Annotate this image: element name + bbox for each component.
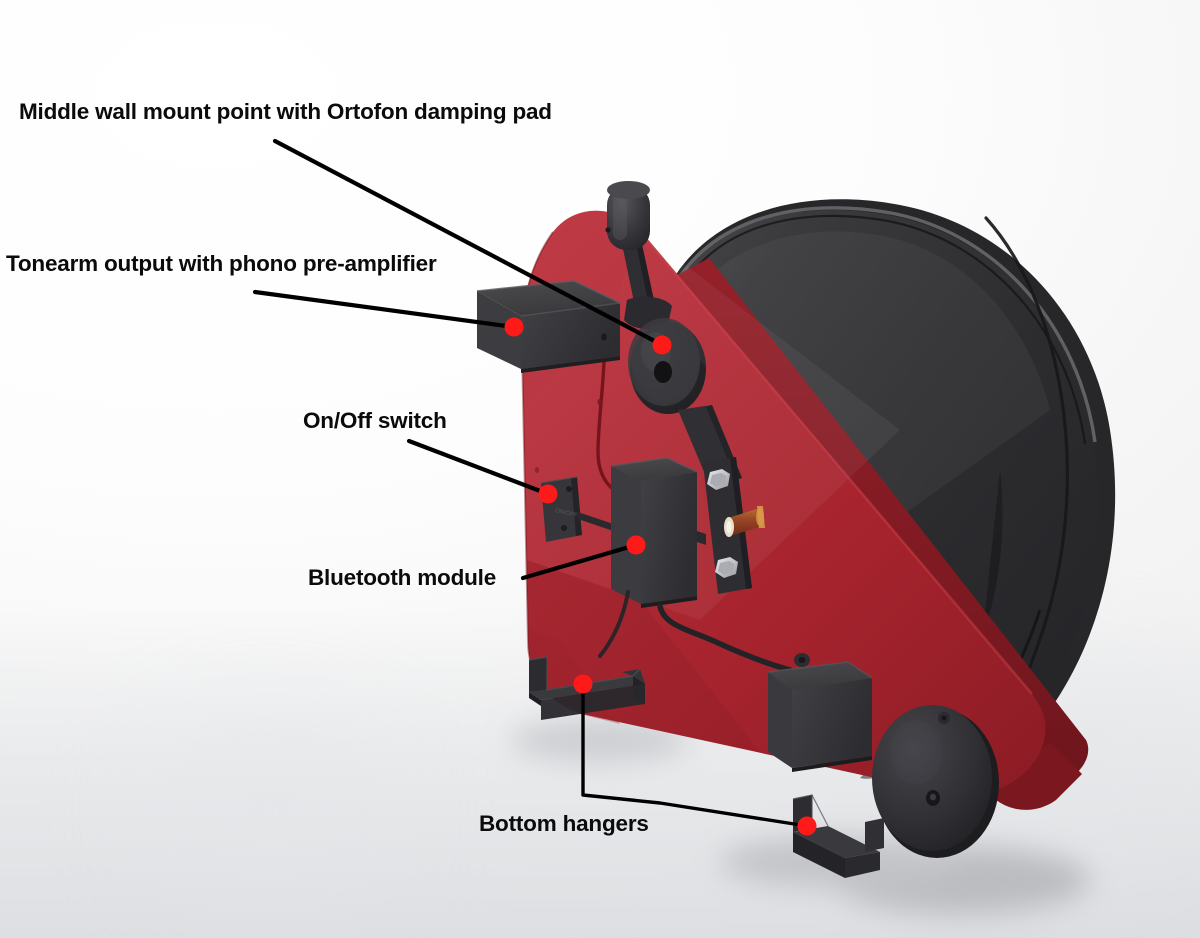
power-supply-box <box>767 653 873 772</box>
callout-dot-middle-mount <box>652 335 672 355</box>
brass-bushing <box>724 506 765 537</box>
hex-bolt-bottom <box>715 557 738 578</box>
svg-text:ON/OFF: ON/OFF <box>555 508 579 519</box>
label-bottom-hangers: Bottom hangers <box>479 811 649 836</box>
preamp-box <box>476 280 621 373</box>
leader-bottom-hangers <box>581 682 809 828</box>
leader-bluetooth <box>520 542 639 581</box>
hanger-right <box>792 794 884 878</box>
leader-middle-mount <box>272 138 665 348</box>
callout-dots <box>504 317 817 836</box>
hex-bolt-top <box>707 469 730 490</box>
callout-dot-tonearm-output <box>504 317 524 337</box>
damping-pad <box>628 318 742 486</box>
callout-dot-on-off <box>538 484 558 504</box>
label-bluetooth-module: Bluetooth module <box>308 565 497 590</box>
label-tonearm-output: Tonearm output with phono pre-amplifier <box>6 251 437 276</box>
bluetooth-module-box <box>598 457 793 673</box>
leader-on-off <box>406 438 551 497</box>
label-on-off-switch: On/Off switch <box>303 408 447 433</box>
callout-dot-bluetooth <box>626 535 646 555</box>
callout-dot-hanger-right <box>797 816 817 836</box>
leader-lines <box>252 138 809 828</box>
callout-dot-hanger-left <box>573 674 593 694</box>
label-middle-wall-mount: Middle wall mount point with Ortofon dam… <box>19 99 552 124</box>
leader-tonearm-output <box>252 289 517 330</box>
tonearm-counterweight <box>605 181 672 329</box>
background-blob <box>60 700 480 920</box>
motor-pulley <box>872 705 999 858</box>
